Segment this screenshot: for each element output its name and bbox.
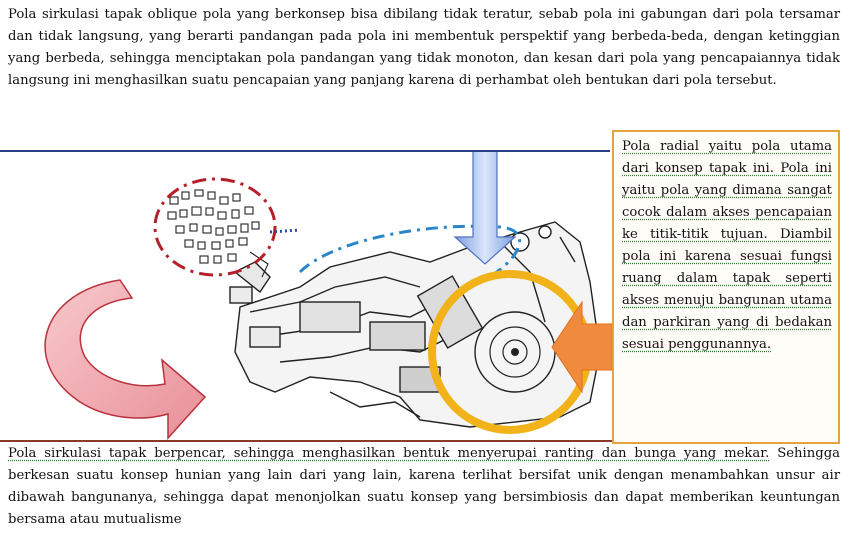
blue-down-arrow-icon (453, 152, 517, 265)
bottom-divider (0, 440, 612, 442)
paragraph-bottom-underlined: Pola sirkulasi tapak berpencar, sehingga… (8, 446, 770, 461)
paragraph-oblique-pattern: Pola sirkulasi tapak oblique pola yang b… (8, 7, 840, 88)
callout-text: Pola radial yaitu pola utama dari konsep… (622, 139, 832, 352)
orange-left-arrow-icon (551, 300, 613, 394)
top-divider (0, 150, 610, 152)
cluster-buildings (167, 189, 269, 278)
pink-curved-arrow-icon (44, 279, 207, 440)
paragraph-scatter-pattern: Pola sirkulasi tapak berpencar, sehingga… (8, 443, 840, 531)
red-dashed-circle (153, 177, 277, 277)
site-plan-figure (44, 152, 613, 440)
radial-pattern-callout: Pola radial yaitu pola utama dari konsep… (612, 130, 840, 444)
paragraph-bottom-rest: Sehingga berkesan suatu konsep hunian ya… (8, 446, 841, 527)
